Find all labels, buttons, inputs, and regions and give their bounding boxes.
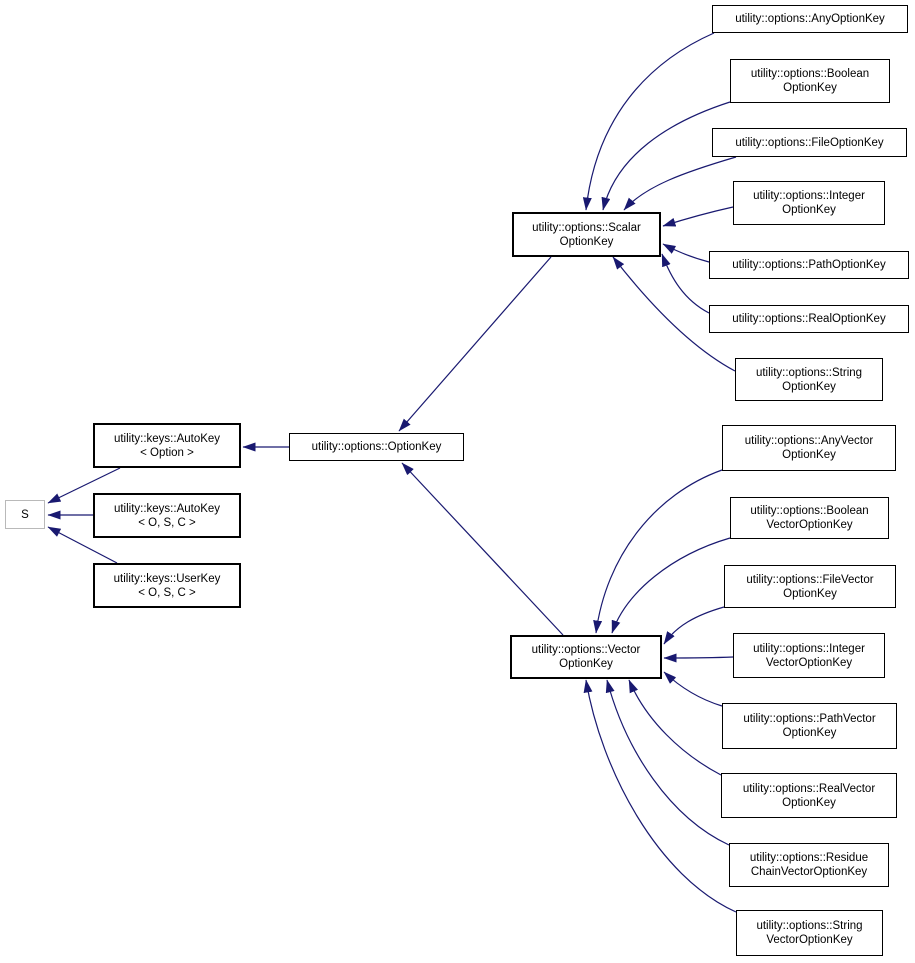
edge-stringvector-to-vector <box>583 679 737 913</box>
class-node-boolean-optionkey[interactable]: utility::options::Boolean OptionKey <box>730 59 890 103</box>
edge-integervector-to-vector <box>663 653 734 663</box>
edge-file-to-scalar <box>623 156 737 211</box>
edge-vector-to-optionkey <box>401 462 564 636</box>
edge-anyvector-to-vector <box>593 469 723 634</box>
class-node-s: S <box>5 500 45 529</box>
edge-any-to-scalar <box>582 32 715 211</box>
class-node-pathvector-optionkey[interactable]: utility::options::PathVector OptionKey <box>722 703 897 749</box>
edge-residuechainvector-to-vector <box>605 679 730 846</box>
class-label: ChainVectorOptionKey <box>750 866 868 878</box>
class-label: utility::options::Scalar <box>532 221 641 234</box>
class-label: utility::options::FileOptionKey <box>735 136 884 149</box>
class-label: OptionKey <box>782 204 836 216</box>
edge-pathvector-to-vector <box>663 671 723 707</box>
class-label: utility::options::AnyVector <box>744 435 874 447</box>
class-label: utility::options::Integer <box>753 190 865 202</box>
edge-integer-to-scalar <box>662 206 734 227</box>
edge-realvector-to-vector <box>628 679 722 776</box>
edge-boolean-to-scalar <box>601 101 731 211</box>
class-label: utility::options::Boolean <box>750 505 869 517</box>
class-node-integer-optionkey[interactable]: utility::options::Integer OptionKey <box>733 181 885 225</box>
edge-string-to-scalar <box>612 256 736 372</box>
class-node-realvector-optionkey[interactable]: utility::options::RealVector OptionKey <box>721 773 897 818</box>
class-node-path-optionkey[interactable]: utility::options::PathOptionKey <box>709 251 909 279</box>
class-label: < O, S, C > <box>138 586 196 599</box>
class-label: utility::options::Residue <box>749 852 869 864</box>
class-label: utility::options::PathVector <box>743 713 876 725</box>
class-label: utility::options::Vector <box>531 644 641 656</box>
class-node-anyvector-optionkey[interactable]: utility::options::AnyVector OptionKey <box>722 425 896 471</box>
class-label: < Option > <box>140 446 194 459</box>
class-label: OptionKey <box>783 82 837 94</box>
class-label: OptionKey <box>782 449 836 461</box>
edge-autokey-option-to-s <box>47 467 121 504</box>
class-label: utility::options::RealVector <box>742 782 876 795</box>
class-label: utility::keys::AutoKey <box>113 432 221 445</box>
edge-real-to-scalar <box>661 253 710 314</box>
class-node-vector-optionkey[interactable]: utility::options::Vector OptionKey <box>510 635 662 679</box>
edge-userkey-osc-to-s <box>47 526 118 564</box>
class-label: utility::keys::UserKey <box>113 572 221 585</box>
edge-path-to-scalar <box>662 243 710 263</box>
class-node-stringvector-optionkey[interactable]: utility::options::String VectorOptionKey <box>736 910 883 956</box>
class-label: VectorOptionKey <box>765 656 853 669</box>
class-node-real-optionkey[interactable]: utility::options::RealOptionKey <box>709 305 909 333</box>
class-label: utility::options::OptionKey <box>311 441 442 453</box>
class-label: utility::options::AnyOptionKey <box>735 13 885 25</box>
class-label: utility::options::String <box>755 366 863 379</box>
class-node-file-optionkey[interactable]: utility::options::FileOptionKey <box>712 128 907 157</box>
class-label: utility::options::RealOptionKey <box>732 313 886 325</box>
edge-scalar-to-optionkey <box>398 256 552 432</box>
class-node-optionkey[interactable]: utility::options::OptionKey <box>289 433 464 461</box>
class-label: utility::options::PathOptionKey <box>732 259 886 271</box>
edge-filevector-to-vector <box>663 606 725 645</box>
class-label: OptionKey <box>559 658 613 670</box>
class-label: S <box>21 508 29 521</box>
class-node-scalar-optionkey[interactable]: utility::options::Scalar OptionKey <box>512 212 661 257</box>
class-label: utility::options::String <box>756 920 863 932</box>
class-node-any-optionkey[interactable]: utility::options::AnyOptionKey <box>712 5 908 33</box>
class-label: utility::options::Boolean <box>750 68 870 80</box>
class-node-residuechainvector-optionkey[interactable]: utility::options::Residue ChainVectorOpt… <box>729 843 889 887</box>
class-label: OptionKey <box>559 235 614 248</box>
class-label: utility::options::FileVector <box>746 573 874 586</box>
class-node-filevector-optionkey[interactable]: utility::options::FileVector OptionKey <box>724 565 896 608</box>
class-node-autokey-osc[interactable]: utility::keys::AutoKey < O, S, C > <box>93 493 241 538</box>
class-node-autokey-option[interactable]: utility::keys::AutoKey < Option > <box>93 423 241 468</box>
class-node-userkey-osc[interactable]: utility::keys::UserKey < O, S, C > <box>93 563 241 608</box>
class-node-booleanvector-optionkey[interactable]: utility::options::Boolean VectorOptionKe… <box>730 497 889 539</box>
class-label: utility::options::Integer <box>753 642 865 655</box>
class-node-string-optionkey[interactable]: utility::options::String OptionKey <box>735 358 883 401</box>
class-label: OptionKey <box>782 727 837 739</box>
edge-booleanvector-to-vector <box>611 537 731 634</box>
class-label: OptionKey <box>783 587 837 600</box>
class-node-integervector-optionkey[interactable]: utility::options::Integer VectorOptionKe… <box>733 633 885 678</box>
class-label: OptionKey <box>782 380 836 393</box>
class-label: < O, S, C > <box>138 516 196 529</box>
class-label: utility::keys::AutoKey <box>113 502 221 515</box>
class-label: OptionKey <box>782 796 836 809</box>
class-label: VectorOptionKey <box>766 519 853 531</box>
class-label: VectorOptionKey <box>766 934 853 946</box>
